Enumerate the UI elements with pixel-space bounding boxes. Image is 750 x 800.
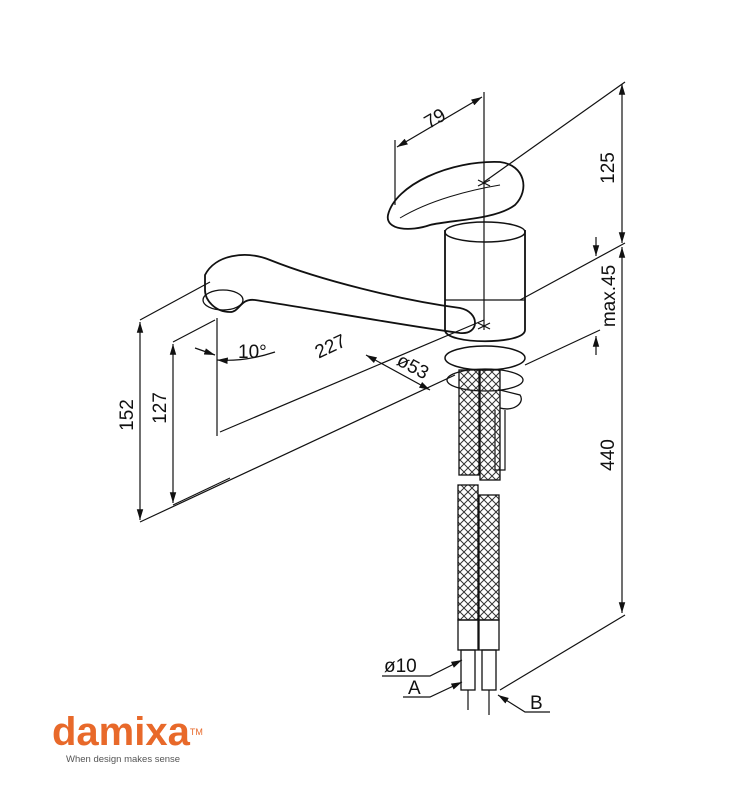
dim-227: 227: [312, 331, 350, 363]
logo-brand: damixa: [52, 710, 190, 754]
damixa-logo: damixaTM When design makes sense: [52, 712, 203, 765]
dim-440: 440: [598, 439, 619, 471]
label-b: B: [530, 693, 543, 714]
logo-tagline: When design makes sense: [66, 754, 181, 765]
dim-125: 125: [598, 152, 619, 184]
dim-max45: max.45: [599, 265, 620, 327]
dim-127: 127: [150, 392, 171, 424]
dim-10-degree: 10°: [238, 342, 267, 363]
dim-10: ø10: [384, 656, 417, 677]
logo-tm: TM: [189, 727, 203, 737]
dim-79: 79: [421, 105, 450, 134]
dim-152: 152: [117, 399, 138, 431]
label-a: A: [408, 678, 421, 699]
dim-53: ø53: [393, 350, 432, 384]
